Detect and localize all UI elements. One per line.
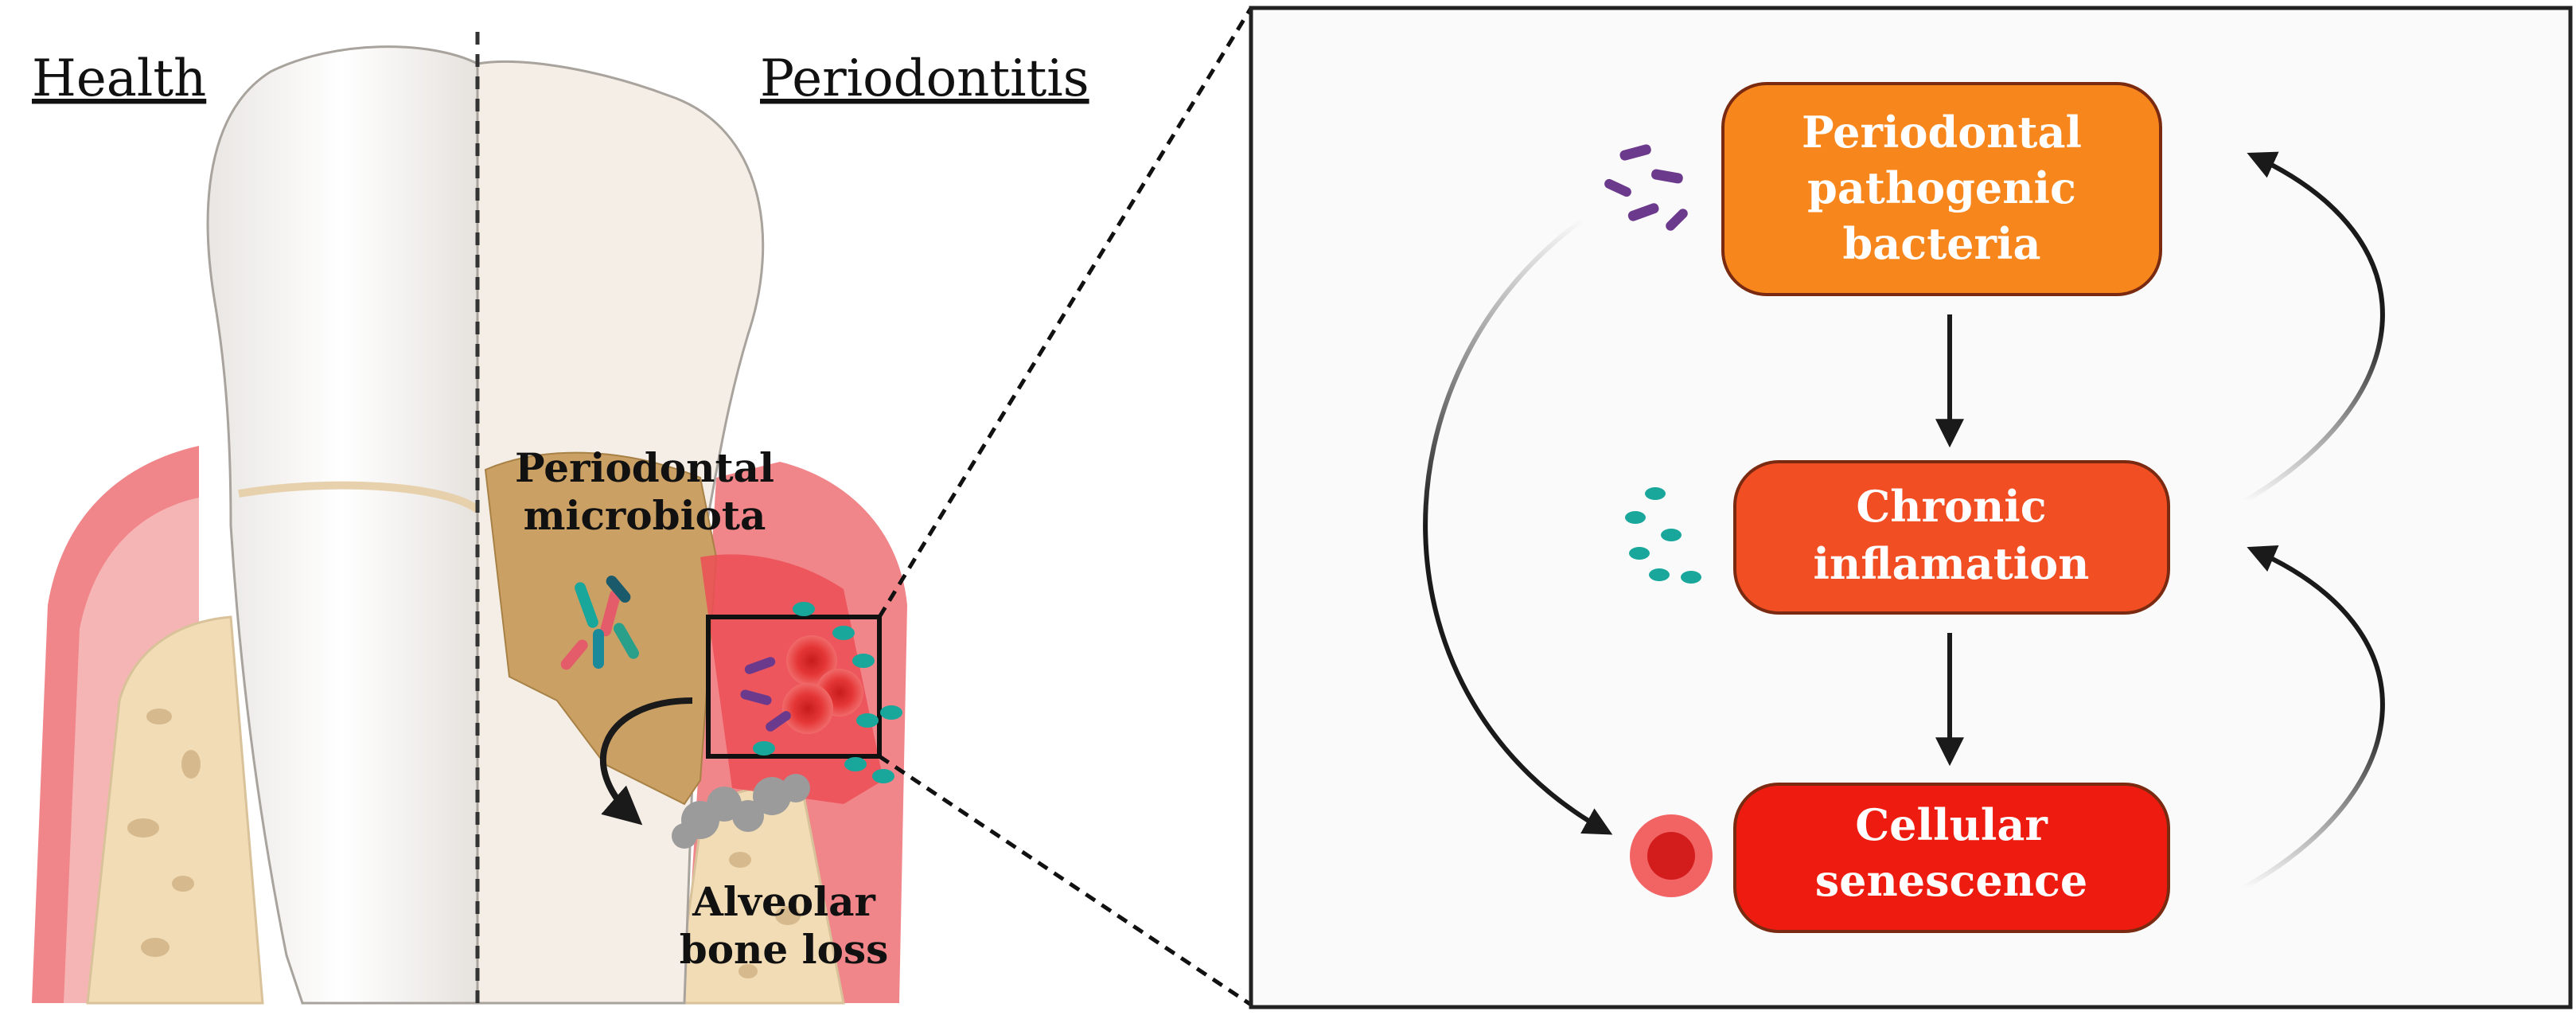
annot-microbiota-line2: microbiota — [524, 492, 766, 539]
annot-bone-line1: Alveolar — [692, 878, 875, 925]
bone-loss-debris — [672, 774, 810, 849]
alveolar-bone-left — [86, 615, 264, 1005]
zoom-bacteria — [740, 657, 791, 732]
box-bacteria-line2: pathogenic — [1807, 162, 2076, 213]
zoom-region — [706, 615, 882, 759]
box-chronic-inflammation: Chronic inflamation — [1733, 460, 2170, 615]
bone-loss-arrow — [600, 697, 693, 826]
tooth-healthy-half — [206, 45, 479, 1005]
inflammation-icon — [1625, 487, 1701, 584]
arrow-senescence-feedback — [2243, 545, 2385, 890]
annot-bone-line2: bone loss — [680, 926, 889, 973]
box-inflammation-line1: Chronic — [1856, 481, 2046, 532]
box-senescence-line2: senescence — [1815, 855, 2088, 906]
box-bacteria-line1: Periodontal — [1802, 107, 2082, 158]
zoom-connector-top — [877, 6, 1253, 619]
zoom-connector-bottom — [878, 754, 1253, 1007]
rbc-cluster — [782, 635, 863, 734]
box-senescence-shape — [1733, 783, 2170, 933]
microbiota-cluster — [560, 576, 639, 670]
arrow-inflammation-feedback — [2243, 151, 2385, 504]
annot-microbiota-line1: Periodontal — [515, 444, 774, 491]
box-inflammation-shape — [1733, 460, 2170, 615]
box-pathogenic-bacteria: Periodontal pathogenic bacteria — [1721, 82, 2162, 296]
box-bacteria-line3: bacteria — [1843, 218, 2041, 269]
bacteria-icon — [1604, 144, 1688, 231]
zoom-immune-cells — [753, 602, 902, 783]
senescent-cell-icon — [1630, 814, 1713, 897]
arrow-bacteria-to-senescence — [1423, 217, 1613, 835]
heading-health: Health — [32, 49, 206, 108]
heading-periodontitis: Periodontitis — [760, 49, 1089, 108]
tooth-illustration — [32, 32, 907, 1005]
box-bacteria-shape — [1721, 82, 2162, 296]
box-cellular-senescence: Cellular senescence — [1733, 783, 2170, 933]
box-senescence-line1: Cellular — [1855, 799, 2048, 850]
bone-pores — [127, 709, 801, 978]
box-inflammation-line2: inflamation — [1814, 538, 2090, 589]
